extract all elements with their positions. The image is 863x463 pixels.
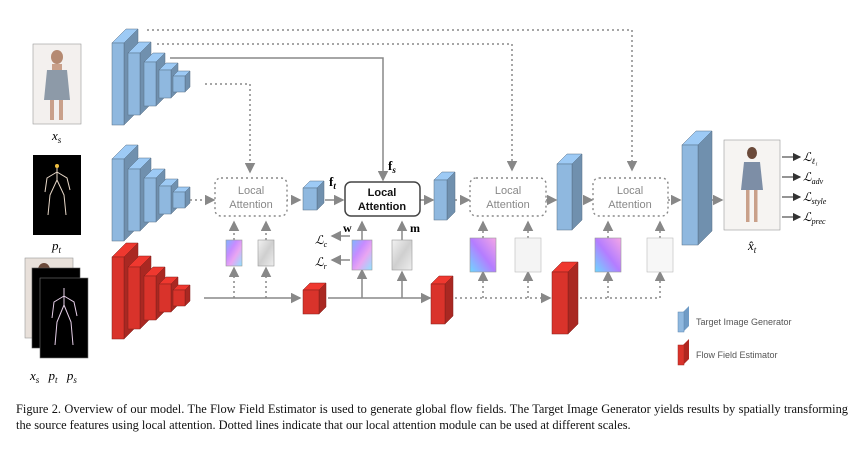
decoder-block-3 [681,130,713,246]
flow-decoder-block-3 [551,261,579,335]
decoder-block-2 [556,153,583,231]
output-loss-arrows [782,152,802,222]
local-attention-2: Local Attention [469,177,547,217]
flow-decoder-block-2 [430,275,454,325]
svg-text:ℒc: ℒc [315,233,328,249]
decoder-block-1 [433,171,456,221]
flow-input-stack [24,257,89,359]
target-pose-image [33,155,81,235]
svg-text:Flow Field Estimator: Flow Field Estimator [696,350,778,360]
svg-text:Local: Local [238,185,264,197]
flow-connections [204,220,432,304]
source-encoder-block [172,70,191,93]
flow-encoder-block [172,284,191,307]
ft-label: ft [329,174,336,191]
svg-text:Target Image Generator: Target Image Generator [696,317,792,327]
fs-connection [170,57,389,182]
ft-feature-block [302,180,325,211]
w-label: w [343,221,352,235]
decoder-blocks [302,130,713,335]
svg-text:Local: Local [368,187,397,199]
legend-item-generator: Target Image Generator [677,306,792,333]
local-attention-3: Local Attention [592,177,669,217]
legend: Target Image Generator Flow Field Estima… [677,306,792,366]
svg-text:ℒℓ₁: ℒℓ₁ [803,150,818,166]
output-label: x̂t [747,238,757,255]
stack-labels: xs pt ps [29,368,77,386]
local-attention-main: Local Attention [344,181,421,217]
source-image-label: xs [51,128,62,145]
target-pose-label: pt [51,238,62,255]
svg-text:ℒstyle: ℒstyle [803,190,827,206]
flow-field-estimator-encoder [111,242,191,340]
svg-text:ℒprec: ℒprec [803,210,826,226]
source-image [32,43,82,125]
svg-text:Local: Local [617,185,643,197]
svg-text:Attention: Attention [229,199,272,211]
m-label: m [410,221,420,235]
flow-dotted-connections [228,220,666,304]
local-attention-1: Local Attention [214,177,288,217]
flow-field-maps [225,237,674,273]
svg-text:Attention: Attention [608,199,651,211]
output-loss-labels: ℒℓ₁ ℒadv ℒstyle ℒprec [803,150,827,226]
source-encoder [111,28,191,126]
flow-loss-labels: ℒc ℒr [315,233,328,271]
output-image [723,139,781,231]
skip-connections [147,29,638,174]
target-encoder [111,144,191,242]
svg-text:ℒadv: ℒadv [803,170,824,186]
model-overview-figure: xs pt xs pt ps [24,28,827,386]
svg-text:Local: Local [495,185,521,197]
svg-text:ℒr: ℒr [315,255,328,271]
target-encoder-block [172,186,191,209]
fs-label: fs [388,158,396,175]
svg-text:Attention: Attention [358,201,407,213]
legend-item-flow-estimator: Flow Field Estimator [677,339,778,366]
svg-text:Attention: Attention [486,199,529,211]
figure-caption: Figure 2. Overview of our model. The Flo… [16,402,848,432]
flow-decoder-block-1 [302,282,327,315]
